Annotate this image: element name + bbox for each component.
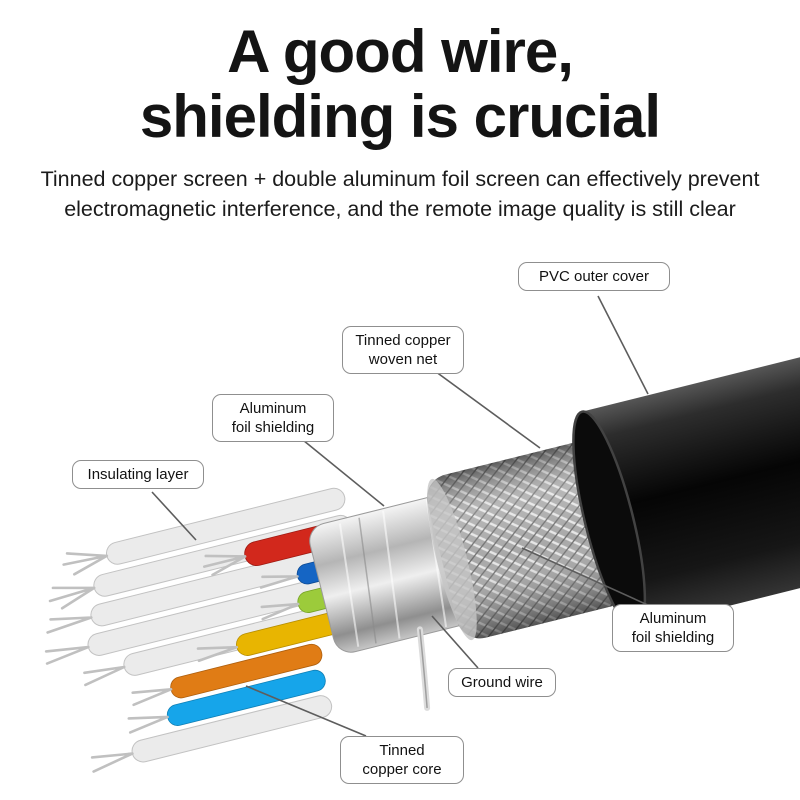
label-ground-wire: Ground wire bbox=[448, 668, 556, 698]
inner-wires bbox=[44, 487, 435, 773]
cable-group bbox=[44, 341, 800, 773]
label-tinned-copper-woven-net: Tinned copper woven net bbox=[342, 326, 464, 375]
callout-line-insulating bbox=[151, 491, 197, 541]
label-aluminum-foil-shielding-right: Aluminum foil shielding bbox=[612, 604, 734, 653]
page-title-line2: shielding is crucial bbox=[139, 82, 661, 150]
callout-line-foil-right bbox=[521, 547, 651, 607]
callout-line-pvc bbox=[597, 295, 649, 395]
callout-line-ground-wire bbox=[431, 615, 479, 669]
subtitle: Tinned copper screen + double aluminum f… bbox=[40, 166, 760, 221]
label-aluminum-foil-shielding-left: Aluminum foil shielding bbox=[212, 394, 334, 443]
callout-line-copper-core bbox=[245, 685, 367, 737]
callout-line-woven-net bbox=[427, 365, 541, 449]
tinned-strands bbox=[44, 552, 300, 773]
callout-line-foil-left bbox=[297, 435, 385, 507]
label-tinned-copper-core: Tinned copper core bbox=[340, 736, 464, 785]
page-title-line1: A good wire, bbox=[227, 18, 574, 85]
title-block: A good wire, shielding is crucial Tinned… bbox=[0, 18, 800, 224]
label-pvc-outer-cover: PVC outer cover bbox=[518, 262, 670, 292]
ground-wire bbox=[416, 626, 431, 711]
label-insulating-layer: Insulating layer bbox=[72, 460, 204, 490]
callout-lines bbox=[151, 295, 651, 737]
